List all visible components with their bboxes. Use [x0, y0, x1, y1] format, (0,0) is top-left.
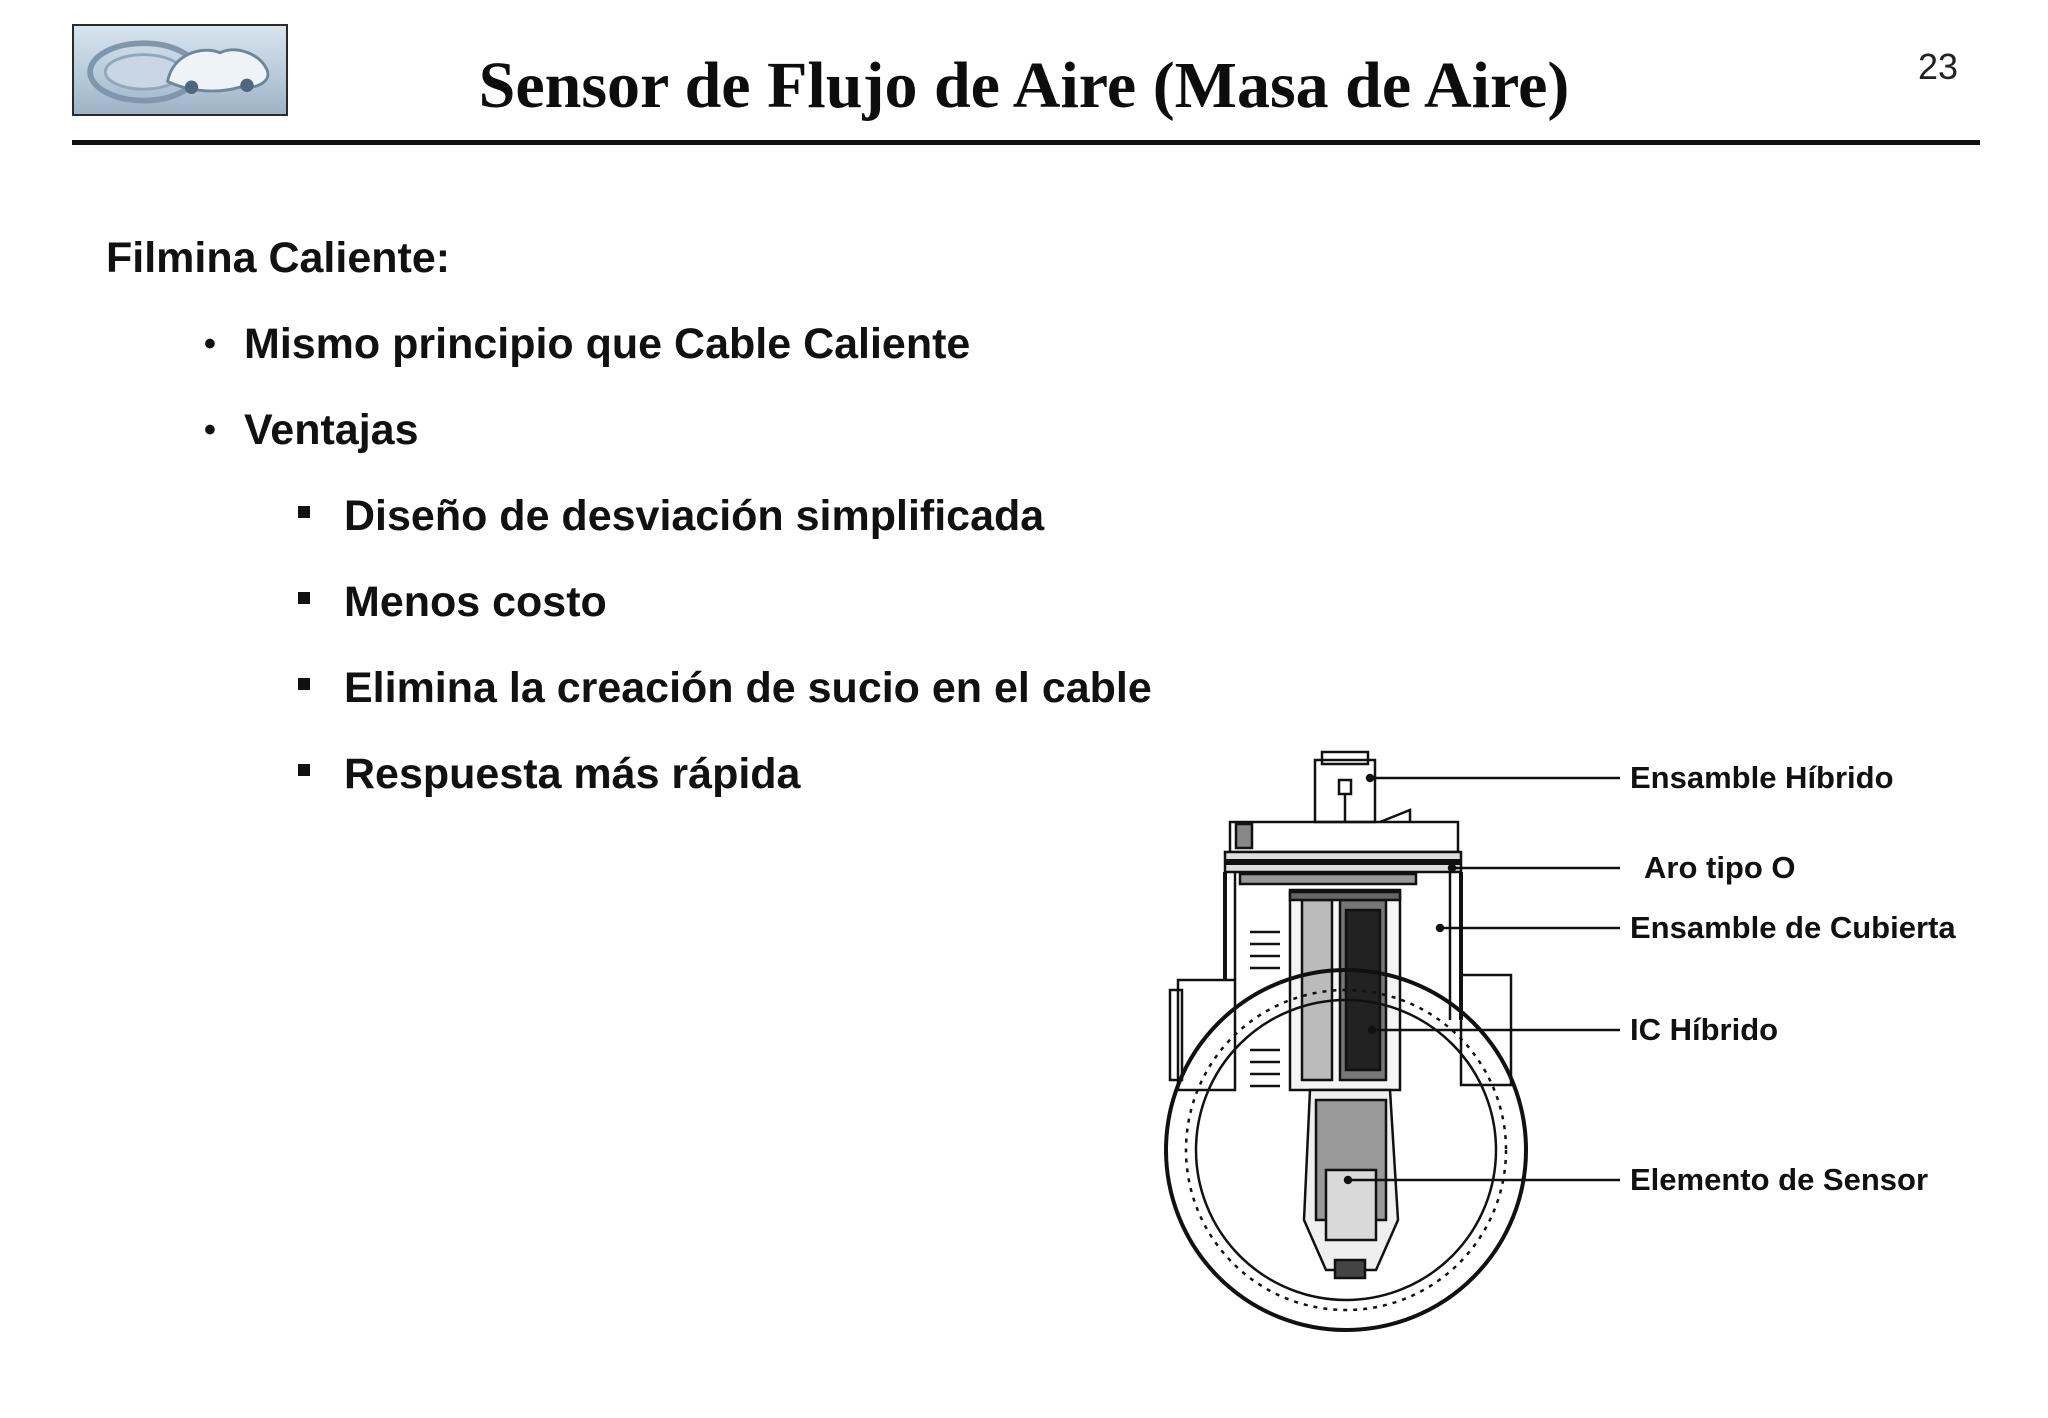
page-number: 23	[1917, 46, 1958, 87]
square-bullet-icon	[298, 764, 310, 776]
square-bullet-icon	[298, 506, 310, 518]
brand-logo	[72, 24, 288, 116]
sub-bullet-text: Elimina la creación de sucio en el cable	[344, 664, 1152, 712]
callout-hybrid-assembly: Ensamble Híbrido	[1630, 760, 1894, 795]
sub-bullet-item: Elimina la creación de sucio en el cable	[106, 658, 1306, 718]
sub-bullet-item: Menos costo	[106, 572, 1306, 632]
bullet-text: Mismo principio que Cable Caliente	[244, 320, 971, 368]
bullet-dot-icon: •	[204, 411, 216, 449]
car-logo-icon	[87, 40, 270, 104]
callout-hybrid-ic: IC Híbrido	[1630, 1012, 1779, 1047]
section-title: Filmina Caliente:	[106, 234, 451, 282]
bullet-text: Ventajas	[244, 406, 419, 454]
square-bullet-icon	[298, 592, 310, 604]
callout-sensor-element: Elemento de Sensor	[1630, 1162, 1929, 1197]
square-bullet-icon	[298, 678, 310, 690]
callout-cover-assembly: Ensamble de Cubierta	[1630, 910, 1956, 945]
sub-bullet-item: Diseño de desviación simplificada	[106, 486, 1306, 546]
sub-bullet-text: Respuesta más rápida	[344, 750, 801, 798]
page-title: Sensor de Flujo de Aire (Masa de Aire)	[478, 49, 1570, 122]
sub-bullet-item: Respuesta más rápida	[106, 744, 1306, 804]
slide-content: Filmina Caliente: • Mismo principio que …	[106, 228, 1306, 830]
sub-bullet-text: Diseño de desviación simplificada	[344, 492, 1045, 540]
bullet-dot-icon: •	[204, 325, 216, 363]
callout-o-ring: Aro tipo O	[1644, 850, 1796, 885]
sensor-cross-section-diagram: Ensamble Híbrido Aro tipo O Ensamble de …	[1140, 750, 2040, 1332]
bullet-item: • Mismo principio que Cable Caliente	[106, 314, 1306, 374]
sensor-drawing	[1164, 750, 1620, 1332]
sub-bullet-text: Menos costo	[344, 578, 607, 626]
header-divider	[72, 140, 1980, 145]
bullet-item: • Ventajas	[106, 400, 1306, 460]
